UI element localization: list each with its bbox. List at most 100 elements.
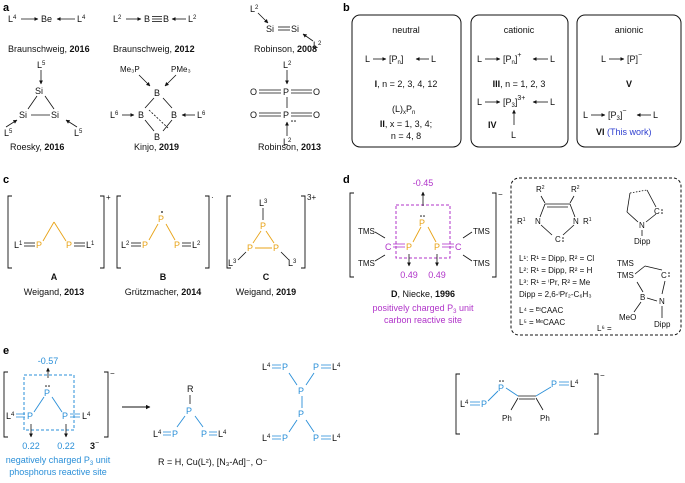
panel-d-label: d bbox=[343, 174, 350, 186]
compound-3-label: 3− bbox=[90, 440, 99, 451]
svg-text:L6: L6 bbox=[197, 110, 206, 120]
legend-l4: L⁴ = ᴱᵗCAAC bbox=[519, 306, 563, 315]
d-caption-1: positively charged P3 unit bbox=[373, 303, 474, 315]
svg-text:P: P bbox=[201, 429, 207, 439]
citation-braunschweig-2016: Braunschweig, 2016 bbox=[8, 44, 90, 54]
svg-text:Si: Si bbox=[35, 86, 43, 96]
svg-text:L2: L2 bbox=[313, 40, 322, 50]
svg-text:R1: R1 bbox=[517, 217, 526, 226]
svg-text:P: P bbox=[283, 87, 289, 97]
svg-text:L: L bbox=[583, 110, 588, 120]
d-charge-top: -0.45 bbox=[413, 178, 434, 188]
neutral-desc-1: I, n = 2, 3, 4, 12 bbox=[375, 79, 438, 89]
svg-text:L2: L2 bbox=[283, 137, 292, 147]
bb-complex: L2 B B L2 bbox=[113, 14, 197, 24]
citation-robinson-2008: Robinson, 2008 bbox=[254, 44, 317, 54]
svg-text:P: P bbox=[36, 240, 42, 250]
neutral-box bbox=[351, 14, 462, 148]
svg-text:L: L bbox=[511, 130, 516, 140]
neutral-desc-2b: n = 4, 8 bbox=[391, 131, 421, 141]
svg-text:C: C bbox=[654, 207, 660, 216]
svg-text:−: − bbox=[498, 190, 503, 199]
compound-d: − TMS TMS C P P P C TMS TMS bbox=[349, 190, 503, 278]
svg-text:P: P bbox=[44, 388, 50, 398]
compound-b: · L2 P P P L2 bbox=[116, 193, 214, 269]
svg-text:B: B bbox=[163, 14, 169, 24]
legend-l3: L³: R¹ = ⁱPr, R² = Me bbox=[519, 278, 591, 287]
svg-text:L6: L6 bbox=[110, 110, 119, 120]
svg-text:P: P bbox=[174, 240, 180, 250]
svg-text:O: O bbox=[313, 110, 320, 120]
d-citation: D, Niecke, 1996 bbox=[391, 289, 455, 299]
svg-text:L1: L1 bbox=[86, 240, 95, 250]
legend-l6: L⁶ = bbox=[597, 324, 612, 333]
svg-text:TMS: TMS bbox=[358, 227, 375, 236]
svg-text:P: P bbox=[434, 242, 440, 252]
svg-text:B: B bbox=[138, 110, 144, 120]
svg-text:P: P bbox=[481, 399, 487, 409]
e-charge-left: 0.22 bbox=[22, 441, 40, 451]
svg-text:P: P bbox=[158, 214, 164, 224]
compound-c: 3+ L3 P P P L3 L3 bbox=[226, 193, 316, 269]
svg-text:B: B bbox=[144, 14, 150, 24]
panel-e-label: e bbox=[3, 345, 9, 357]
svg-text:L3: L3 bbox=[228, 258, 237, 268]
b4-ring: Me₃P PMe₃ B B B B L6 L6 bbox=[110, 65, 206, 142]
svg-text:L4: L4 bbox=[82, 411, 91, 421]
neutral-desc-2a: II, x = 1, 3, 4; bbox=[380, 119, 432, 129]
svg-text:L2: L2 bbox=[192, 240, 201, 250]
svg-text:L3: L3 bbox=[259, 198, 268, 208]
svg-text:TMS: TMS bbox=[358, 259, 375, 268]
svg-text:C: C bbox=[385, 242, 392, 252]
compound-c-label: C bbox=[263, 272, 270, 282]
svg-text:L: L bbox=[477, 97, 482, 107]
svg-text:P: P bbox=[282, 362, 288, 372]
svg-text:N: N bbox=[535, 217, 541, 226]
svg-text:N: N bbox=[573, 217, 579, 226]
citation-kinjo-2019: Kinjo, 2019 bbox=[134, 142, 179, 152]
svg-text:PMe₃: PMe₃ bbox=[171, 65, 191, 74]
citation-roesky-2016: Roesky, 2016 bbox=[10, 142, 64, 152]
si3-ring: L5 Si Si Si L5 L5 bbox=[4, 60, 83, 138]
svg-text:P: P bbox=[27, 411, 33, 421]
svg-text:−: − bbox=[600, 371, 605, 380]
svg-text:R1: R1 bbox=[583, 217, 592, 226]
svg-text:Ph: Ph bbox=[540, 414, 550, 423]
svg-text:Me₃P: Me₃P bbox=[120, 65, 140, 74]
svg-text:Ph: Ph bbox=[502, 414, 512, 423]
svg-text:C: C bbox=[455, 242, 462, 252]
svg-text:L: L bbox=[431, 54, 436, 64]
caac-structure: C N Dipp bbox=[626, 189, 663, 246]
citation-weigand-2013: Weigand, 2013 bbox=[24, 287, 84, 297]
svg-text:L: L bbox=[365, 54, 370, 64]
r-definition: R = H, Cu(L²), [N₃-Ad]⁻, O⁻ bbox=[158, 457, 268, 467]
svg-text:[Pn]: [Pn] bbox=[389, 54, 403, 66]
svg-text:L4: L4 bbox=[332, 362, 341, 372]
svg-text:P: P bbox=[298, 386, 304, 396]
citation-grutzmacher-2014: Grützmacher, 2014 bbox=[125, 287, 202, 297]
svg-text:P: P bbox=[273, 243, 279, 253]
ligand-legend-box bbox=[510, 177, 682, 336]
legend-l1: L¹: R¹ = Dipp, R² = Cl bbox=[519, 254, 594, 263]
svg-text:Be: Be bbox=[41, 14, 52, 24]
svg-text:·: · bbox=[211, 193, 214, 202]
svg-text:L4: L4 bbox=[153, 429, 162, 439]
svg-text:R: R bbox=[187, 384, 194, 394]
svg-text:L4: L4 bbox=[460, 399, 469, 409]
svg-text:B: B bbox=[171, 110, 177, 120]
citation-weigand-2019: Weigand, 2019 bbox=[236, 287, 296, 297]
panel-b-label: b bbox=[343, 2, 350, 14]
svg-text:P: P bbox=[142, 240, 148, 250]
svg-text:L3: L3 bbox=[288, 258, 297, 268]
cationic-formula-1: L [Pn]+ L bbox=[477, 52, 555, 66]
svg-text:L4: L4 bbox=[77, 14, 86, 24]
cationic-desc-2: IV bbox=[488, 120, 497, 130]
svg-text:O: O bbox=[313, 87, 320, 97]
anionic-heading: anionic bbox=[615, 25, 644, 35]
anionic-desc-2: VI (This work) bbox=[596, 127, 652, 137]
svg-text:3+: 3+ bbox=[307, 193, 316, 202]
svg-text:L2: L2 bbox=[188, 14, 197, 24]
svg-text:P: P bbox=[282, 433, 288, 443]
svg-text:P: P bbox=[172, 429, 178, 439]
